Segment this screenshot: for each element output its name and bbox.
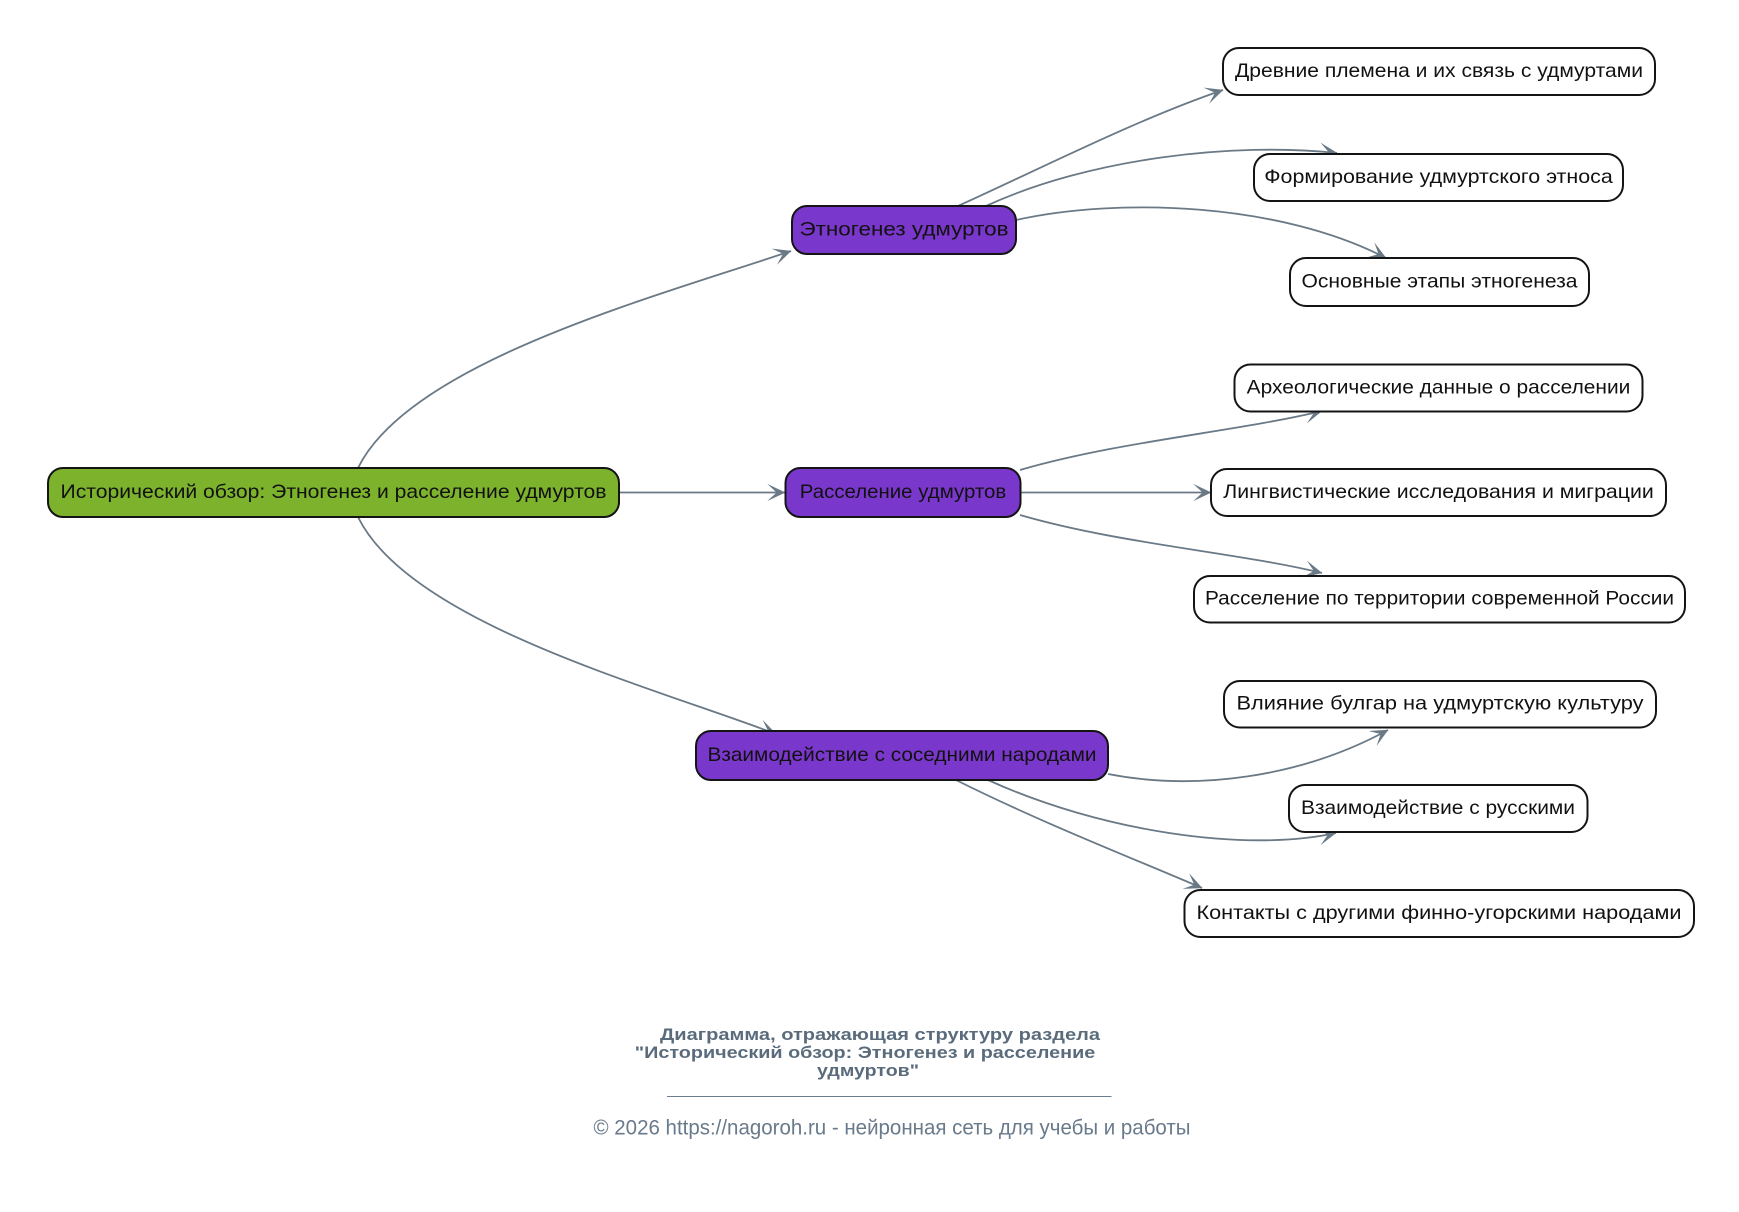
svg-text:Влияние булгар на удмуртскую к: Влияние булгар на удмуртскую культуру — [1237, 693, 1644, 715]
svg-text:Расселение удмуртов: Расселение удмуртов — [800, 481, 1007, 503]
svg-text:Взаимодействие с соседними нар: Взаимодействие с соседними народами — [708, 744, 1097, 766]
svg-text:Диаграмма, отражающая структур: Диаграмма, отражающая структуру раздела — [660, 1026, 1101, 1044]
svg-text:Взаимодействие с русскими: Взаимодействие с русскими — [1301, 797, 1575, 819]
svg-text:Расселение по территории совре: Расселение по территории современной Рос… — [1205, 588, 1674, 610]
svg-text:Лингвистические исследования и: Лингвистические исследования и миграции — [1223, 481, 1654, 503]
svg-text:Контакты с другими финно-угорс: Контакты с другими финно-угорскими народ… — [1197, 902, 1682, 924]
svg-text:Археологические данные о рассе: Археологические данные о расселении — [1247, 377, 1631, 399]
svg-text:Основные этапы этногенеза: Основные этапы этногенеза — [1302, 271, 1578, 293]
svg-text:Формирование удмуртского этнос: Формирование удмуртского этноса — [1264, 166, 1613, 188]
svg-text:Этногенез удмуртов: Этногенез удмуртов — [800, 219, 1009, 241]
svg-text:удмуртов": удмуртов" — [817, 1062, 919, 1080]
svg-text:Древние племена и их связь с у: Древние племена и их связь с удмуртами — [1235, 60, 1643, 82]
svg-text:"Исторический обзор: Этногенез: "Исторический обзор: Этногенез и расселе… — [635, 1044, 1096, 1062]
svg-text:© 2026 https://nagoroh.ru - не: © 2026 https://nagoroh.ru - нейронная се… — [594, 1117, 1191, 1140]
svg-text:Исторический обзор: Этногенез: Исторический обзор: Этногенез и расселен… — [61, 481, 607, 503]
